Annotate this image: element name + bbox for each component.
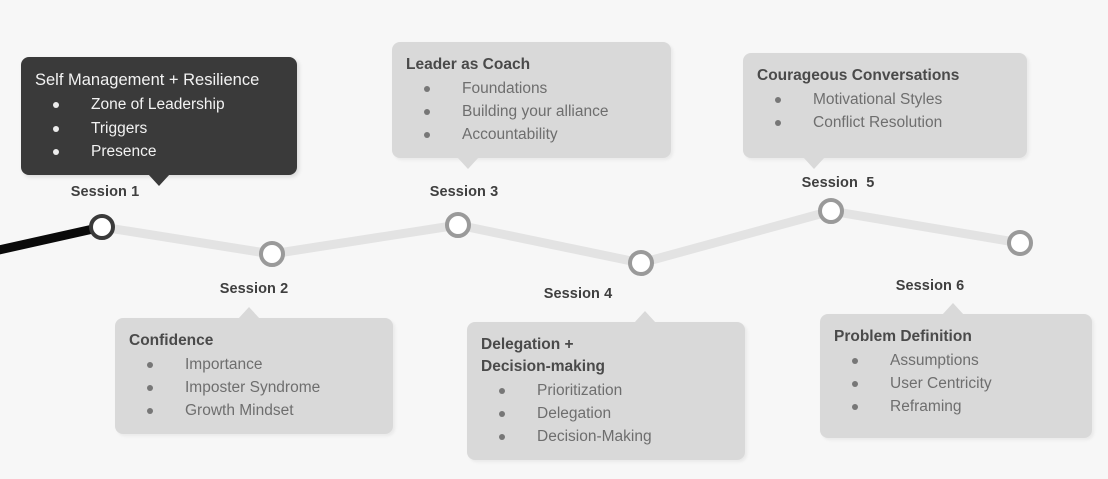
card-bullet-item: Presence (35, 140, 281, 163)
session-node-1[interactable] (89, 214, 115, 240)
card-bullet-item: Foundations (406, 77, 655, 100)
card-pointer-2 (238, 307, 260, 319)
card-title: Problem Definition (834, 328, 972, 345)
session-node-3[interactable] (445, 212, 471, 238)
card-bullet-item: Triggers (35, 117, 281, 140)
card-bullet-item: Conflict Resolution (757, 111, 1011, 134)
card-title: Delegation + Decision-making (481, 336, 606, 375)
card-title: Leader as Coach (406, 56, 531, 73)
card-bullet-item: Accountability (406, 123, 655, 146)
session-label-5: Session 5 (801, 175, 875, 191)
card-bullet-item: Imposter Syndrome (129, 376, 377, 399)
card-bullet-item: Growth Mindset (129, 399, 377, 422)
timeline-main-path (97, 206, 1025, 268)
card-bullet-item: Assumptions (834, 349, 1076, 372)
session-node-2[interactable] (259, 241, 285, 267)
card-title: Confidence (129, 332, 214, 349)
card-bullet-item: Building your alliance (406, 100, 655, 123)
card-pointer-3 (457, 157, 479, 169)
card-bullet-item: Reframing (834, 395, 1076, 418)
session-label-6: Session 6 (895, 278, 965, 294)
card-pointer-5 (803, 157, 825, 169)
session-label-4: Session 4 (543, 286, 613, 302)
card-pointer-1 (148, 174, 170, 186)
card-bullet-item: Delegation (481, 402, 729, 425)
card-pointer-6 (942, 303, 964, 315)
card-title: Courageous Conversations (757, 67, 960, 84)
card-bullet-item: Prioritization (481, 379, 729, 402)
timeline-entry-path (0, 222, 107, 255)
card-bullet-item: Decision-Making (481, 425, 729, 448)
session-node-6[interactable] (1007, 230, 1033, 256)
card-pointer-4 (634, 311, 656, 323)
session-label-3: Session 3 (429, 184, 499, 200)
session-node-5[interactable] (818, 198, 844, 224)
card-title: Self Management + Resilience (35, 71, 260, 89)
session-node-4[interactable] (628, 250, 654, 276)
card-bullet-item: Importance (129, 353, 377, 376)
card-bullet-item: Motivational Styles (757, 88, 1011, 111)
session-label-2: Session 2 (219, 281, 289, 297)
card-bullet-item: User Centricity (834, 372, 1076, 395)
card-bullet-item: Zone of Leadership (35, 93, 281, 116)
session-label-1: Session 1 (70, 184, 140, 200)
